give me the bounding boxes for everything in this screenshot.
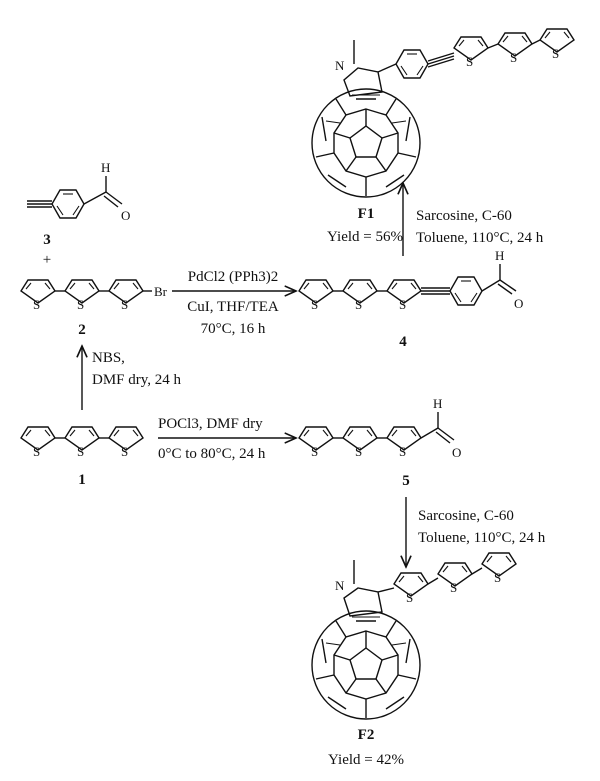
sulfur-label-4c: S [399, 297, 406, 312]
formylation-condition-1: POCl3, DMF dry [158, 416, 263, 432]
sulfur-label-f1a: S [466, 54, 473, 69]
bromination-condition-2: DMF dry, 24 h [92, 372, 182, 388]
sulfur-label-f2c: S [494, 570, 501, 585]
hydrogen-label-4: H [495, 248, 504, 263]
sulfur-label-1c: S [121, 444, 128, 459]
compound-3-structure: H O [27, 160, 130, 223]
formylation-condition-2: 0°C to 80°C, 24 h [158, 446, 266, 462]
compound-5-structure: S S S H O [298, 396, 461, 460]
prato-f1-condition-1: Sarcosine, C-60 [416, 208, 512, 224]
sonogashira-condition-1: PdCl2 (PPh3)2 [188, 269, 278, 285]
nitrogen-label-f2: N [335, 578, 345, 593]
oxygen-label-3: O [121, 208, 130, 223]
sulfur-label-1a: S [33, 444, 40, 459]
hydrogen-label-5: H [433, 396, 442, 411]
sulfur-label-f1c: S [552, 46, 559, 61]
compound-3-label: 3 [43, 232, 51, 248]
compound-4-label: 4 [399, 334, 407, 350]
sulfur-label-5b: S [355, 444, 362, 459]
bromination-condition-1: NBS, [92, 350, 125, 366]
plus-sign: + [43, 252, 51, 268]
bromine-label: Br [154, 284, 168, 299]
sulfur-label-5c: S [399, 444, 406, 459]
sulfur-label-2b: S [77, 297, 84, 312]
compound-1-label: 1 [78, 472, 86, 488]
sulfur-label-4b: S [355, 297, 362, 312]
sulfur-label-f2a: S [406, 590, 413, 605]
hydrogen-label-3: H [101, 160, 110, 175]
oxygen-label-5: O [452, 445, 461, 460]
compound-5-label: 5 [402, 473, 410, 489]
compound-4-structure: S S S H O [298, 248, 523, 312]
prato-f2-condition-1: Sarcosine, C-60 [418, 508, 514, 524]
nitrogen-label-f1: N [335, 58, 345, 73]
compound-1-structure: S S S [20, 426, 144, 459]
f1-structure: N S S S [311, 28, 575, 198]
sulfur-label-f1b: S [510, 50, 517, 65]
f2-structure: N S S S [311, 552, 517, 720]
sulfur-label-1b: S [77, 444, 84, 459]
sulfur-label-5a: S [311, 444, 318, 459]
sulfur-label-f2b: S [450, 580, 457, 595]
sonogashira-condition-2: CuI, THF/TEA [187, 299, 279, 315]
f2-label: F2 [358, 727, 375, 743]
sonogashira-condition-3: 70°C, 16 h [201, 321, 266, 337]
sulfur-label-2a: S [33, 297, 40, 312]
prato-f1-condition-2: Toluene, 110°C, 24 h [416, 230, 544, 246]
sulfur-label-4a: S [311, 297, 318, 312]
f2-yield: Yield = 42% [328, 752, 404, 768]
oxygen-label-4: O [514, 296, 523, 311]
compound-2-structure: S S S Br [20, 279, 168, 312]
sulfur-label-2c: S [121, 297, 128, 312]
prato-f2-condition-2: Toluene, 110°C, 24 h [418, 530, 546, 546]
f1-yield: Yield = 56% [327, 229, 403, 245]
f1-label: F1 [358, 206, 375, 222]
compound-2-label: 2 [78, 322, 86, 338]
